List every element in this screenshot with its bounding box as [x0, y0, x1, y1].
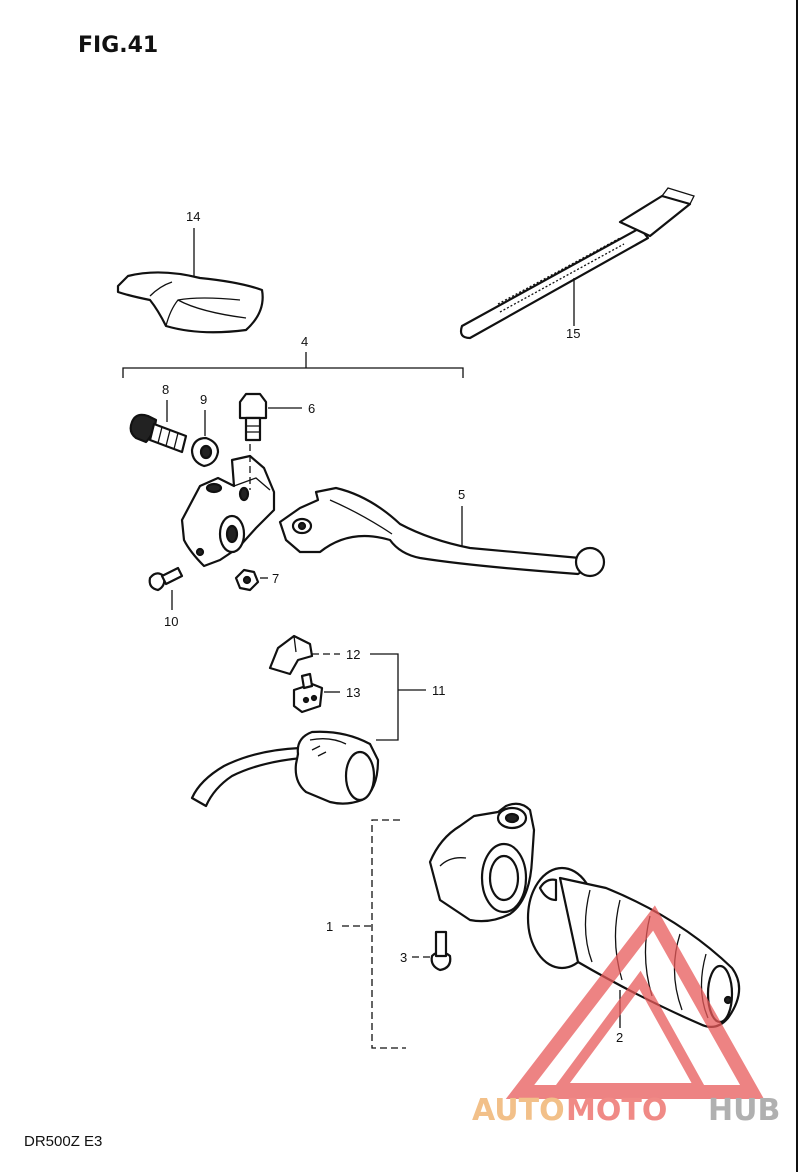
callout-15: 15 — [566, 326, 580, 341]
part-13-terminal — [292, 672, 324, 714]
watermark-hub: HUB — [708, 1093, 780, 1128]
part-7-nut — [234, 568, 260, 592]
part-6-pivot-bolt — [238, 392, 268, 442]
part-throttle-housing — [428, 802, 536, 923]
part-3-screw — [430, 930, 452, 972]
callout-11: 11 — [432, 683, 446, 698]
bracket-4 — [122, 367, 464, 378]
callout-9: 9 — [200, 392, 207, 407]
part-8-bolt — [129, 413, 188, 454]
part-11-switch — [190, 730, 380, 808]
footer-model: DR500Z E3 — [24, 1133, 102, 1150]
part-15-cable-tie — [459, 187, 695, 340]
watermark-auto: AUTO — [472, 1093, 565, 1128]
callout-5: 5 — [458, 487, 465, 502]
callout-10: 10 — [164, 614, 178, 629]
callout-4: 4 — [301, 334, 308, 349]
part-14-lever-cover — [116, 271, 264, 334]
callout-7: 7 — [272, 571, 279, 586]
callout-6: 6 — [308, 401, 315, 416]
watermark-moto: MOTO — [566, 1093, 667, 1128]
part-9-nut — [190, 436, 220, 468]
figure-title: FIG.41 — [78, 33, 158, 58]
callout-13: 13 — [346, 685, 360, 700]
callout-1: 1 — [326, 919, 333, 934]
callout-8: 8 — [162, 382, 169, 397]
callout-14: 14 — [186, 209, 200, 224]
watermark-logo — [505, 905, 764, 1099]
bracket-1 — [371, 819, 406, 1049]
callout-12: 12 — [346, 647, 360, 662]
bracket-11 — [370, 653, 399, 741]
part-12-clip — [268, 634, 314, 676]
part-lever-bracket — [180, 454, 276, 568]
callout-3: 3 — [400, 950, 407, 965]
part-5-clutch-lever — [278, 486, 606, 578]
callout-2: 2 — [616, 1030, 623, 1045]
part-10-screw — [148, 566, 184, 592]
